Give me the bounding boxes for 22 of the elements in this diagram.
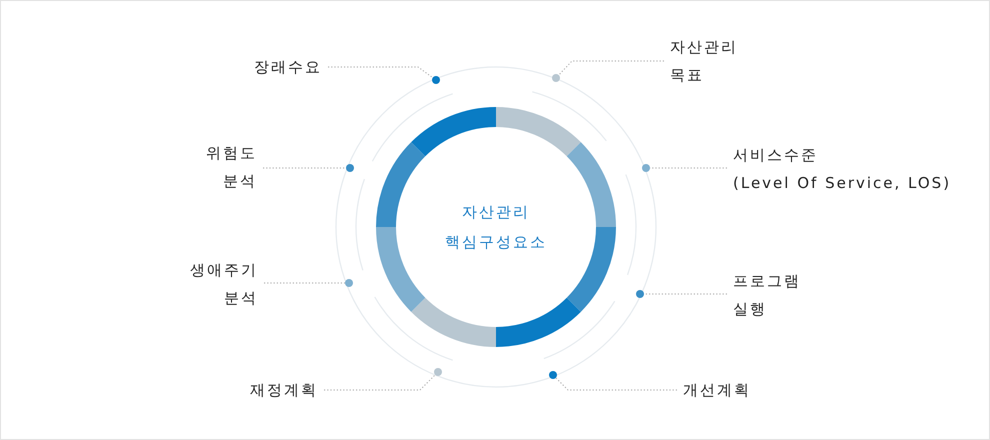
- leader-line: [328, 66, 434, 78]
- leader-line: [558, 60, 664, 76]
- leader-line: [555, 377, 678, 390]
- label-text: 재정계획: [250, 376, 318, 404]
- label-text: 개선계획: [683, 376, 751, 404]
- label-text: 서비스수준 (Level Of Service, LOS): [733, 141, 952, 197]
- label-text: 프로그램 실행: [733, 267, 801, 323]
- dot-marker: [434, 368, 442, 376]
- dot-marker: [432, 76, 440, 84]
- label-text: 위험도 분석: [206, 139, 257, 195]
- leader-line: [324, 374, 436, 390]
- dot-marker: [642, 164, 650, 172]
- dot-marker: [345, 279, 353, 287]
- label-text: 자산관리 목표: [670, 33, 738, 89]
- leader-line: [264, 282, 346, 284]
- center-label: 자산관리 핵심구성요소: [444, 202, 548, 253]
- dot-marker: [549, 371, 557, 379]
- label-text: 생애주기 분석: [190, 256, 258, 312]
- label-text: 장래수요: [254, 53, 322, 81]
- dot-marker: [346, 164, 354, 172]
- dot-marker: [636, 290, 644, 298]
- dot-marker: [552, 74, 560, 82]
